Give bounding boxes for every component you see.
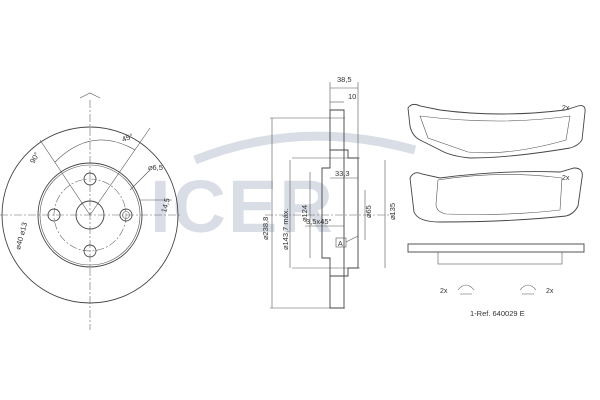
- qty-sensor-left: 2x: [440, 288, 448, 295]
- dim-angle-90: 90°: [28, 151, 41, 165]
- dim-hole-diameter: ⌀6,5: [148, 163, 163, 172]
- arrow-top: [79, 92, 101, 99]
- dim-bolt-circle: ⌀40 ⌀13: [13, 221, 29, 250]
- qty-sensor-right: 2x: [546, 288, 554, 295]
- pad-top-backing-plate: [407, 103, 586, 159]
- watermark: ICER: [150, 131, 417, 248]
- disc-section-outline: [329, 109, 359, 309]
- dim-width-38-5: 38,5: [337, 75, 352, 84]
- brake-pads: 2x 2x 2x 2x 1-Ref. 640029 E: [407, 103, 586, 318]
- leader-hole: [129, 169, 151, 191]
- leader-45: [89, 127, 151, 216]
- watermark-text: ICER: [150, 165, 335, 248]
- qty-top-pad: 2x: [562, 105, 570, 112]
- pad-middle-friction: [435, 174, 563, 215]
- dim-dia-143-7: ⌀143,7 máx.: [281, 208, 290, 250]
- pad-side-friction: [437, 251, 563, 265]
- leader-section-mark: [345, 235, 359, 243]
- dim-dia-135: ⌀135: [388, 203, 397, 220]
- angle-arc: [54, 139, 136, 163]
- dim-angle-45: 45°: [121, 132, 135, 144]
- leader-90: [39, 139, 91, 216]
- watermark-swoosh: [193, 131, 417, 165]
- qty-middle-pad: 2x: [562, 175, 570, 182]
- dim-chamfer: 3,5x45°: [306, 217, 332, 226]
- dim-depth-33-3: 33,3: [335, 169, 350, 178]
- section-mark-label: A: [338, 241, 343, 248]
- dim-14-5: 14,5: [159, 197, 171, 213]
- dim-dia-238-8: ⌀238,8: [261, 217, 270, 240]
- pad-middle-backing-plate: [409, 167, 583, 223]
- wear-sensor-left: [457, 284, 475, 295]
- wear-sensor-right: [519, 284, 537, 295]
- dim-dia-65: ⌀65: [364, 205, 373, 218]
- section-mark-box: [335, 237, 347, 248]
- pad-top-friction: [419, 115, 571, 154]
- disc-section-view: 38,5 10 33,3 ⌀238,8 ⌀143,7 máx. ⌀124 ⌀65…: [261, 75, 397, 309]
- dim-dia-124: ⌀124: [300, 205, 309, 222]
- reference-number: 1-Ref. 640029 E: [470, 309, 525, 318]
- dim-width-10: 10: [348, 92, 356, 101]
- pad-side-plate: [407, 243, 585, 253]
